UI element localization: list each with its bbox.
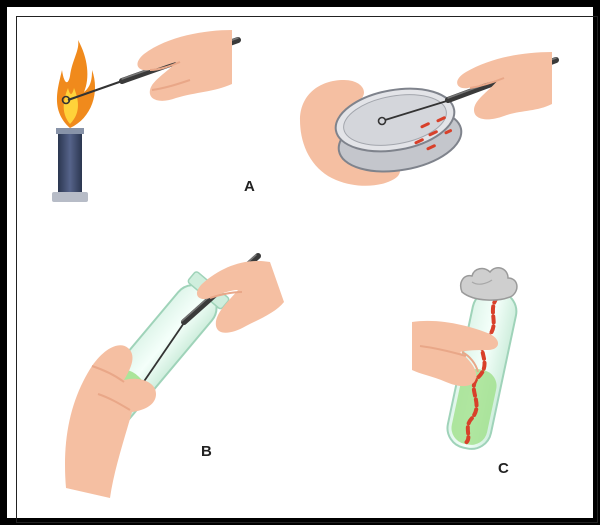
- panel-label-a: A: [244, 178, 255, 195]
- panel-a-flame-sterilization: [52, 30, 238, 202]
- panel-b-tube-inoculation: [65, 255, 284, 498]
- panel-label-c: C: [498, 460, 509, 477]
- bunsen-burner: [52, 128, 88, 202]
- panel-a-streak-plate: [300, 52, 556, 186]
- panel-label-b: B: [201, 443, 212, 460]
- hand-holding-loop: [137, 30, 232, 101]
- hand-holding-loop-plate: [457, 52, 552, 119]
- panel-c-culture-tube: [412, 268, 520, 453]
- flame-icon: [57, 40, 95, 128]
- cotton-plug-icon: [461, 268, 517, 300]
